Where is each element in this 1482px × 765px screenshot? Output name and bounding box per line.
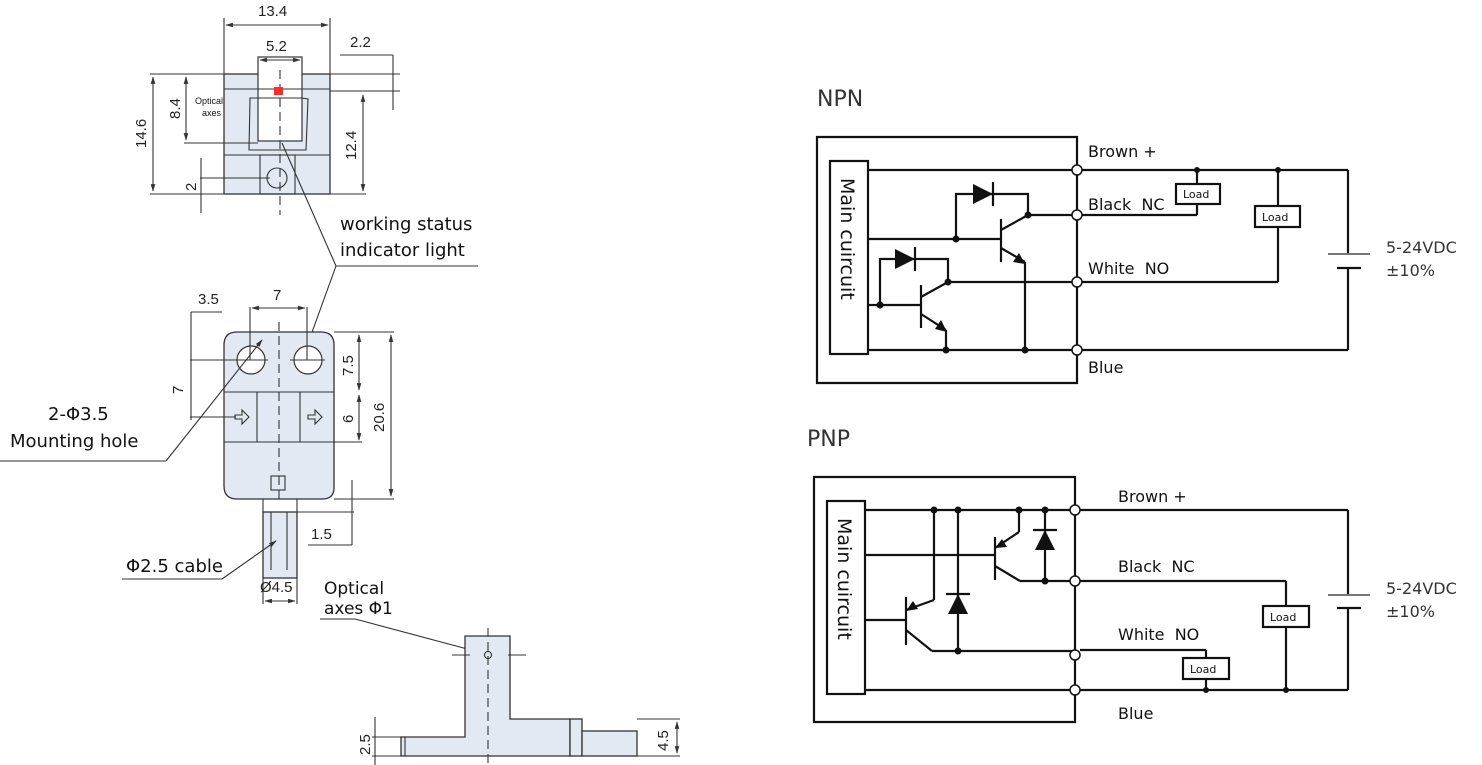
dim-axis-height: 12.4 [343,131,360,160]
pnp-sensor-box [812,475,1077,724]
cable [262,511,298,579]
dim-hole-to-arrow: 7 [170,386,187,394]
mounting-callout: 2-Φ3.5 Mounting hole [0,339,263,462]
top-view: 13.4 5.2 2.2 14.6 8.4 Optical axes 12.4 … [133,3,400,215]
npn-wire-blue: Blue [1088,358,1123,377]
pnp-load-nc-label: Load [1270,611,1296,624]
pnp-title: PNP [807,427,850,452]
dim-body-height: 20.6 [371,403,388,432]
npn-terminal-white [1071,276,1083,288]
dim-optical-depth: 8.4 [167,98,184,119]
dim-height: 14.6 [133,119,150,148]
pnp-supply-voltage: 5-24VDC [1386,579,1457,598]
dim-window: 6 [340,415,357,423]
pnp-load-no-label: Load [1190,663,1216,676]
dim-top-to-window: 7.5 [340,355,357,376]
pnp-load-nc [1261,604,1311,629]
optical-axes-label-2: axes [202,108,222,118]
pnp-terminal-blue [1069,684,1081,696]
side-view: 2.5 4.5 [357,628,680,765]
npn-wire-brown: Brown + [1088,142,1157,161]
pnp-terminal-brown [1069,504,1081,516]
indicator-led [270,475,286,491]
dim-hole-offset: 2 [183,183,200,191]
npn-supply-tolerance: ±10% [1386,261,1435,280]
npn-terminal-black [1071,209,1083,221]
pnp-circuit: PNP Main cuircuit [807,427,1457,724]
dim-side-height: 4.5 [655,730,672,751]
dim-slot-width: 5.2 [266,38,287,55]
optical-axis-label: Optical [324,579,384,599]
pnp-main-circuit-block [825,499,867,696]
npn-wire-black: Black NC [1088,195,1165,214]
dim-cable-dia: Ø4.5 [260,579,293,596]
mounting-hole-label-2: Mounting hole [10,431,138,452]
npn-sensor-box [815,135,1079,385]
pnp-main-circuit-label: Main cuircuit [833,518,855,640]
cable-callout: Φ2.5 cable [122,540,277,580]
npn-wire-white: White NO [1088,259,1169,278]
mounting-hole-label: 2-Φ3.5 [48,404,109,425]
npn-title: NPN [817,87,863,112]
npn-load-no [1253,204,1302,229]
pnp-wire-black: Black NC [1118,557,1195,576]
side-cable [581,730,638,757]
pnp-terminal-white [1069,649,1081,661]
front-view: 3.5 7 7 7.5 6 20.6 1.5 Ø4.5 [170,287,394,604]
pnp-load-no [1181,656,1231,681]
pnp-wire-white: White NO [1118,625,1199,644]
npn-main-circuit-block [828,159,870,356]
side-view-body [400,635,571,757]
indicator-label-2: indicator light [340,240,465,261]
dim-offset: 2.2 [350,34,371,51]
dim-hole-edge: 3.5 [198,291,219,308]
indicator-callout: working status indicator light [281,142,478,416]
optical-axis-label-2: axes Φ1 [324,599,393,619]
optical-axis-marker [274,87,283,95]
dim-collar: 1.5 [311,526,332,543]
optical-axis-callout: Optical axes Φ1 [320,579,487,655]
npn-terminal-blue [1071,344,1083,356]
npn-load-nc [1174,182,1222,206]
optical-axes-label: Optical [195,96,223,106]
dim-width: 13.4 [258,3,287,20]
npn-terminal-brown [1071,164,1083,176]
npn-load-nc-label: Load [1183,188,1209,201]
npn-supply-voltage: 5-24VDC [1386,238,1457,257]
indicator-label: working status [340,214,472,235]
cable-label: Φ2.5 cable [126,556,223,577]
dim-hole-spacing: 7 [273,287,281,304]
pnp-supply-tolerance: ±10% [1386,602,1435,621]
npn-circuit: NPN Main cuircuit [815,87,1457,385]
pnp-wire-blue: Blue [1118,704,1153,723]
dim-base-height: 2.5 [357,734,374,755]
pnp-wire-brown: Brown + [1118,487,1187,506]
pnp-terminal-black [1069,575,1081,587]
npn-main-circuit-label: Main cuircuit [836,178,858,300]
npn-load-no-label: Load [1262,211,1288,224]
